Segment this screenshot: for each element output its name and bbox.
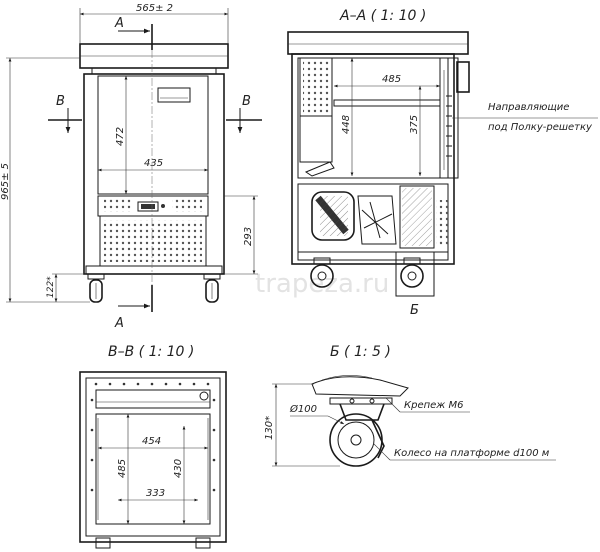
compressor: [311, 191, 355, 241]
dim-bb-depth-2: 430: [173, 459, 184, 478]
section-a-top: A: [114, 16, 124, 31]
bb-knob: [199, 391, 209, 401]
dim-base-height: 293: [243, 227, 254, 246]
door-handle: [157, 87, 191, 103]
detail-b-title: Б ( 1: 5 ): [330, 344, 391, 360]
aa-shelf: [333, 99, 441, 107]
shelf-guides: [446, 95, 452, 157]
detail-fork: [339, 403, 385, 421]
callout-fastener: Крепеж М6: [404, 400, 463, 411]
dim-wheel-height: 122*: [46, 276, 56, 298]
dim-bb-width: 454: [142, 436, 161, 447]
dim-bb-depth: 485: [117, 459, 128, 478]
dim-detail-diameter: Ø100: [289, 403, 317, 415]
condenser-fan: [357, 195, 397, 245]
dim-detail-height: 130*: [264, 416, 275, 440]
section-b-right: B: [242, 94, 251, 109]
dim-aa-height-1: 448: [341, 115, 352, 134]
detail-mount-plate: [311, 376, 409, 397]
section-aa-title: A–A ( 1: 10 ): [339, 8, 426, 24]
aa-countertop: [287, 31, 469, 55]
aa-wheel-right: [400, 257, 424, 288]
detail-b-callout: Б: [410, 303, 419, 318]
caster-left: [87, 273, 105, 303]
section-b-left: B: [56, 94, 65, 109]
section-bb-view: B–B ( 1: 10 ) 454 333 485 430: [79, 344, 227, 549]
caster-right: [203, 273, 221, 303]
section-a-bottom: A: [114, 316, 124, 331]
front-view: 565± 2 965± 5 122* 435 472 293 A A B: [0, 3, 262, 331]
section-bb-title: B–B ( 1: 10 ): [108, 344, 194, 360]
watermark: trapeza.ru: [255, 269, 389, 299]
aa-wheel-left: [310, 257, 334, 288]
vent-grille: [104, 220, 202, 262]
detail-b-frame: [395, 251, 435, 297]
bb-outline: [79, 371, 227, 543]
bb-fastener-dots: [90, 382, 216, 492]
callout-guides-line2: под Полку-решетку: [488, 122, 593, 133]
dim-aa-height-2: 375: [409, 115, 420, 134]
detail-b-view: Б ( 1: 5 ) Ø100 130* Крепеж М6 Колесо на…: [264, 344, 556, 467]
callout-guides-line1: Направляющие: [488, 102, 569, 113]
dim-interior-width: 435: [144, 158, 163, 169]
dim-height: 965± 5: [0, 163, 11, 200]
dim-bb-width-2: 333: [146, 488, 165, 499]
dim-interior-height: 472: [115, 127, 126, 146]
door: [97, 75, 209, 195]
controller-display: [137, 201, 159, 212]
callout-wheel: Колесо на платформе d100 м: [394, 448, 550, 459]
dim-aa-depth: 485: [382, 74, 401, 85]
dim-width: 565± 2: [136, 3, 173, 14]
section-aa-view: A–A ( 1: 10 ) 485 448 37: [287, 8, 598, 318]
